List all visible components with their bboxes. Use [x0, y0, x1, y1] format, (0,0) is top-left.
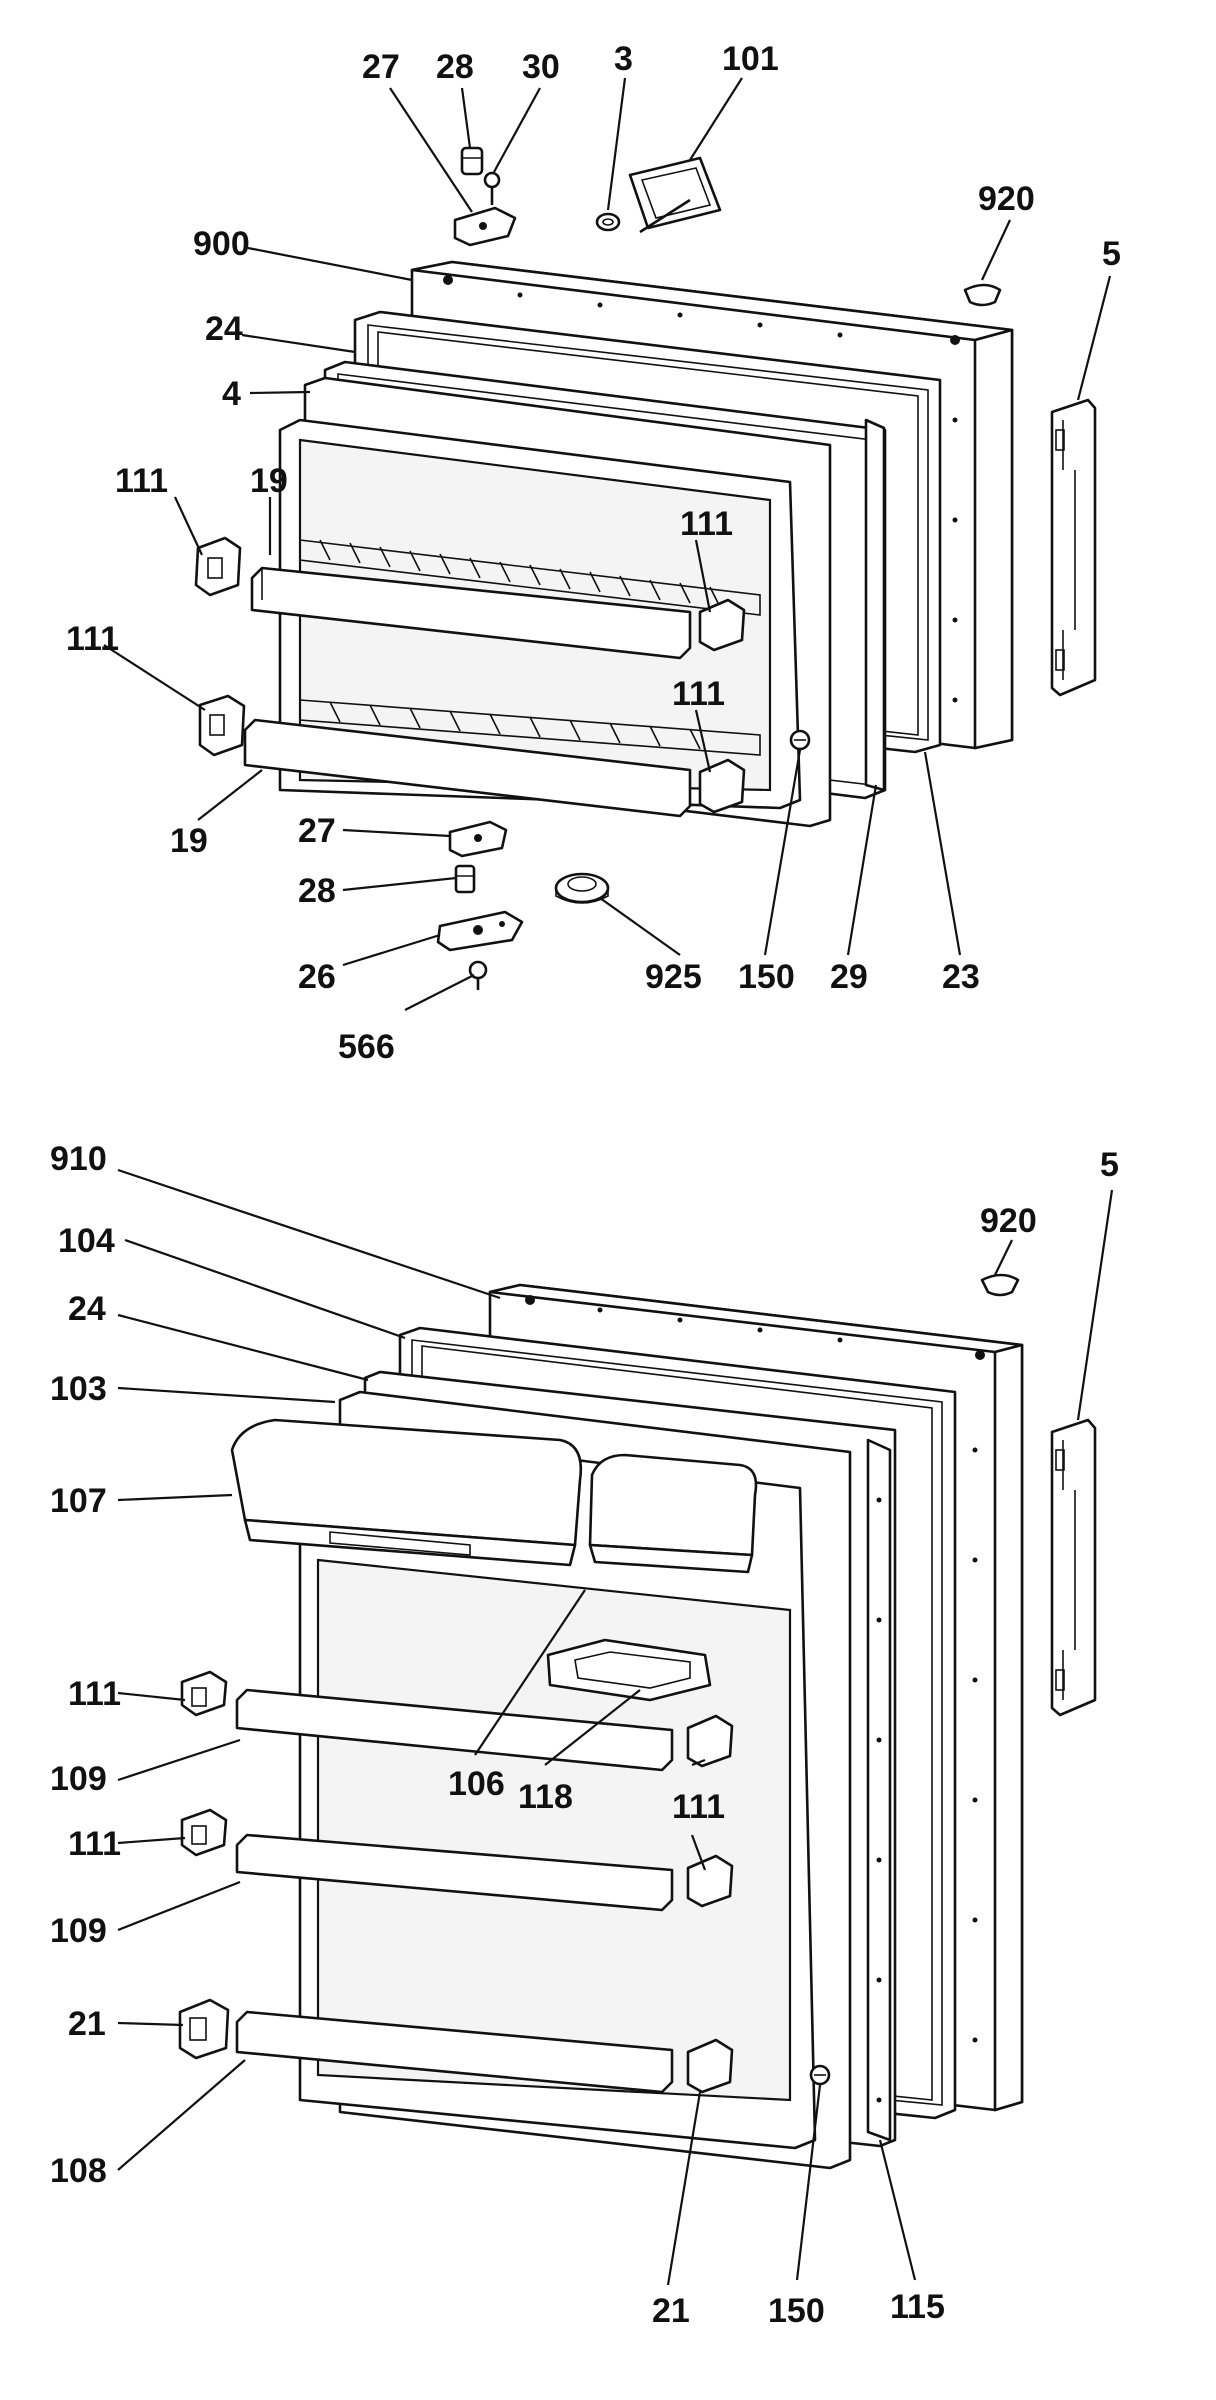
callout-5-bottom: 5	[1100, 1146, 1119, 1184]
door-handle-5-top	[1050, 398, 1097, 697]
leader-lines	[103, 77, 1114, 2286]
callout-111-d: 111	[672, 675, 725, 713]
callout-150-top: 150	[738, 958, 795, 996]
screw-150-top	[789, 729, 811, 751]
callout-19-a: 19	[250, 462, 288, 500]
callout-30: 30	[522, 48, 560, 86]
callout-28-top: 28	[436, 48, 474, 86]
door-bin-107	[230, 1418, 583, 1567]
shelf-clip-111-right-upper-b	[686, 1714, 734, 1768]
callout-4: 4	[222, 375, 241, 413]
trim-strip-115	[866, 1438, 892, 2142]
hinge-bracket-27-bottom	[448, 820, 508, 858]
callout-3: 3	[614, 40, 633, 78]
callout-111-a: 111	[115, 462, 168, 500]
callout-28-bottom: 28	[298, 872, 336, 910]
callout-104: 104	[58, 1222, 115, 1260]
door-liner-103	[298, 1390, 852, 2170]
callout-115: 115	[890, 2288, 945, 2326]
fresh-food-door-assembly	[178, 1273, 1097, 2170]
shelf-clip-21-right	[686, 2038, 734, 2094]
shelf-clip-21-left	[178, 1998, 230, 2060]
shelf-clip-111-right-lower-b	[686, 1854, 734, 1908]
vertical-trim-29	[864, 418, 886, 792]
screw-566	[468, 960, 488, 990]
freezer-door-assembly	[194, 146, 1097, 990]
callout-26: 26	[298, 958, 336, 996]
hinge-pin-28-bottom	[454, 864, 476, 894]
shelf-clip-111-left-lower	[198, 694, 246, 757]
hinge-plate-26	[436, 910, 524, 952]
callout-925: 925	[645, 958, 702, 996]
callout-111-b: 111	[680, 505, 733, 543]
callout-150-bottom: 150	[768, 2292, 825, 2330]
cover-101	[628, 156, 722, 234]
door-handle-5-bottom	[1050, 1418, 1097, 1717]
plug-925	[554, 872, 610, 904]
screw-150-bottom	[809, 2064, 831, 2086]
callout-920-top: 920	[978, 180, 1035, 218]
callout-111-f: 111	[672, 1788, 725, 1826]
shelf-bar-108	[235, 2010, 674, 2094]
callout-111-c: 111	[66, 620, 119, 658]
callout-109-b: 109	[50, 1912, 107, 1950]
plug-920-bottom	[980, 1273, 1020, 1297]
callout-19-b: 19	[170, 822, 208, 860]
callout-24-top: 24	[205, 310, 243, 348]
callout-27-bottom: 27	[298, 812, 336, 850]
door-bin-106	[588, 1453, 758, 1574]
shelf-bar-19-lower	[243, 718, 692, 818]
shelf-clip-111-left-upper	[194, 536, 242, 597]
hinge-pin-28-top	[460, 146, 484, 176]
callout-101: 101	[722, 40, 779, 78]
bushing-3	[595, 212, 621, 232]
plug-920-top	[963, 283, 1002, 307]
callout-910: 910	[50, 1140, 107, 1178]
callout-21-bottom: 21	[652, 2292, 690, 2330]
callout-24-bottom: 24	[68, 1290, 106, 1328]
callout-118: 118	[518, 1778, 573, 1816]
callout-103: 103	[50, 1370, 107, 1408]
callout-108: 108	[50, 2152, 107, 2190]
shelf-clip-111-right-lower	[698, 758, 746, 814]
callout-106: 106	[448, 1765, 505, 1803]
callout-27-top: 27	[362, 48, 400, 86]
callout-23: 23	[942, 958, 980, 996]
hinge-bracket-27-top	[453, 206, 517, 247]
callout-29: 29	[830, 958, 868, 996]
screw-30	[483, 171, 501, 205]
callout-5-top: 5	[1102, 235, 1121, 273]
callout-566: 566	[338, 1028, 395, 1066]
callout-107: 107	[50, 1482, 107, 1520]
shelf-clip-111-right-upper	[698, 598, 746, 652]
callout-111-e: 111	[68, 1675, 121, 1713]
callout-111-g: 111	[68, 1825, 121, 1863]
shelf-bar-109-lower	[235, 1833, 674, 1912]
butter-tray-118	[546, 1638, 712, 1702]
callout-109-a: 109	[50, 1760, 107, 1798]
shelf-clip-111-left-upper-b	[180, 1670, 228, 1717]
callout-900: 900	[193, 225, 250, 263]
shelf-clip-111-left-lower-b	[180, 1808, 228, 1857]
shelf-bar-19-upper	[250, 566, 692, 660]
callout-21-left: 21	[68, 2005, 106, 2043]
callout-labels: 27 28 30 3 101 920 900 5 24 4 111 19 111…	[50, 40, 1121, 2330]
callout-920-bottom: 920	[980, 1202, 1037, 1240]
